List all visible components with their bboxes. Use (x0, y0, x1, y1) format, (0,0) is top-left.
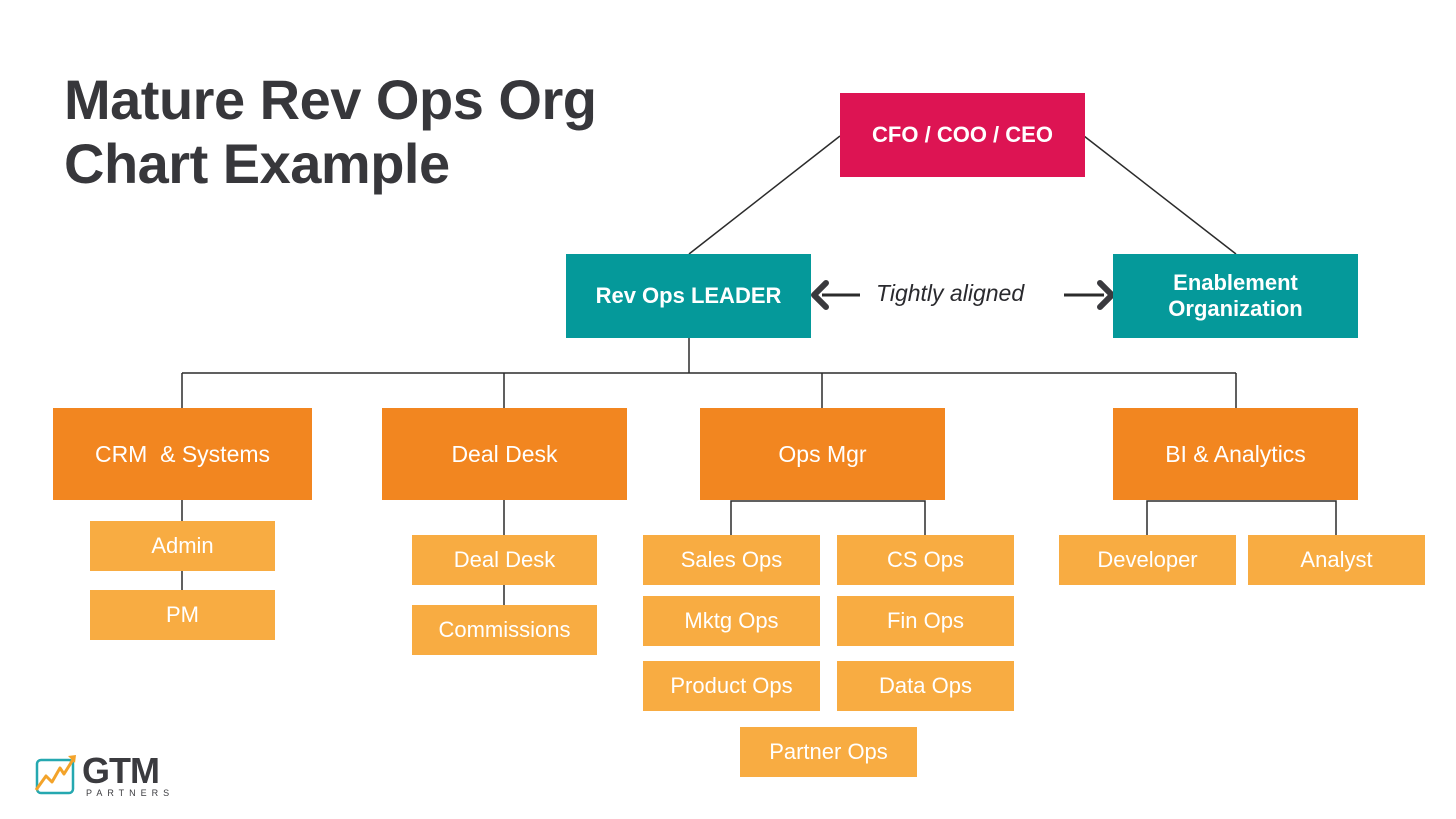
node-bi-analytics: BI & Analytics (1113, 408, 1358, 500)
node-crm-systems: CRM & Systems (53, 408, 312, 500)
chart-growth-icon (34, 755, 76, 795)
role-label: Data Ops (879, 673, 972, 698)
node-role-partner-ops: Partner Ops (740, 727, 917, 777)
node-enablement: Enablement Organization (1113, 254, 1358, 338)
node-exec: CFO / COO / CEO (840, 93, 1085, 177)
node-role-cs-ops: CS Ops (837, 535, 1014, 585)
node-role-product-ops: Product Ops (643, 661, 820, 711)
node-ops-mgr-label: Ops Mgr (778, 440, 867, 467)
connector-exec-enablement (1083, 135, 1237, 255)
role-label: Commissions (438, 617, 571, 642)
node-role-fin-ops: Fin Ops (837, 596, 1014, 646)
title-line-1: Mature Rev Ops Org (64, 68, 597, 131)
role-label: Partner Ops (769, 739, 888, 764)
node-deal-desk-label: Deal Desk (451, 440, 558, 467)
node-bi-analytics-label: BI & Analytics (1165, 440, 1306, 467)
node-enablement-label-1: Enablement (1173, 270, 1298, 295)
role-label: Developer (1097, 547, 1198, 572)
gtm-partners-logo: GTM PARTNERS (34, 750, 175, 802)
logo-wordmark: GTM (82, 750, 160, 791)
arrow-right-icon (1097, 280, 1115, 310)
node-role-data-ops: Data Ops (837, 661, 1014, 711)
logo-subtitle: PARTNERS (86, 788, 175, 798)
node-rev-ops-leader-label: Rev Ops LEADER (595, 283, 782, 308)
node-ops-mgr: Ops Mgr (700, 408, 945, 500)
node-enablement-label-2: Organization (1168, 296, 1303, 321)
relationship-label: Tightly aligned (876, 280, 1025, 306)
role-label: Mktg Ops (684, 608, 779, 633)
node-role-mktg-ops: Mktg Ops (643, 596, 820, 646)
role-label: Sales Ops (680, 547, 783, 572)
role-label: Admin (151, 533, 214, 558)
node-role-admin: Admin (90, 521, 275, 571)
node-role-deal-desk: Deal Desk (412, 535, 597, 585)
node-deal-desk: Deal Desk (382, 408, 627, 500)
role-label: CS Ops (886, 547, 965, 572)
page-title: Mature Rev Ops Org Chart Example (64, 68, 597, 196)
connector-opsmgr-roles (730, 500, 926, 535)
role-label: PM (166, 602, 199, 627)
node-role-analyst: Analyst (1248, 535, 1425, 585)
role-label: Deal Desk (453, 547, 556, 572)
node-exec-label: CFO / COO / CEO (872, 122, 1053, 147)
node-role-pm: PM (90, 590, 275, 640)
role-label: Product Ops (670, 673, 793, 698)
role-label: Analyst (1300, 547, 1373, 572)
node-crm-systems-label: CRM & Systems (94, 440, 271, 467)
node-role-sales-ops: Sales Ops (643, 535, 820, 585)
arrow-left-icon (811, 280, 829, 310)
node-role-developer: Developer (1059, 535, 1236, 585)
node-role-commissions: Commissions (412, 605, 597, 655)
title-line-2: Chart Example (64, 132, 450, 195)
connector-exec-revops (688, 135, 841, 255)
connector-bi-roles (1146, 500, 1337, 535)
role-label: Fin Ops (886, 608, 965, 633)
node-rev-ops-leader: Rev Ops LEADER (566, 254, 811, 338)
